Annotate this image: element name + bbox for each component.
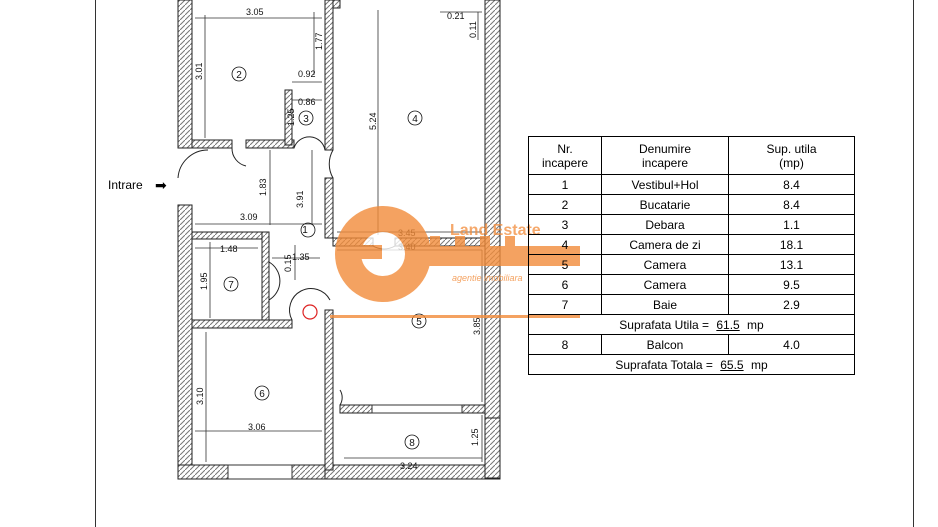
room-number: 5 xyxy=(416,317,422,328)
dim-label: 0.86 xyxy=(298,97,316,107)
dim-label: 1.35 xyxy=(292,252,310,262)
dim-label: 0.21 xyxy=(447,11,465,21)
dim-label: 1.95 xyxy=(199,272,209,290)
room-nr-cell: 7 xyxy=(528,294,602,315)
dim-label: 3.24 xyxy=(400,461,418,471)
dim-label: 3.09 xyxy=(240,212,258,222)
room-area-cell: 2.9 xyxy=(728,294,855,315)
fixture-marker xyxy=(302,304,318,320)
dim-label: 3.85 xyxy=(472,317,482,335)
entry-arrow-icon: ➡ xyxy=(155,177,167,193)
balcony-row: 8 Balcon 4.0 xyxy=(528,334,855,355)
room-area-cell: 8.4 xyxy=(728,194,855,215)
subtotal-label: Suprafata Utila = xyxy=(619,317,709,332)
room-name-cell: Vestibul+Hol xyxy=(601,174,729,195)
balcony-name: Balcon xyxy=(601,334,729,355)
room-nr-cell: 5 xyxy=(528,254,602,275)
room-nr-cell: 2 xyxy=(528,194,602,215)
room-number: 4 xyxy=(412,114,418,125)
header-area: Sup. utila(mp) xyxy=(728,136,855,175)
dim-label: 3.91 xyxy=(295,190,305,208)
dim-label: 3.06 xyxy=(248,422,266,432)
dim-label: 1.77 xyxy=(314,32,324,50)
page-border-right xyxy=(913,0,914,527)
dim-label: 0.11 xyxy=(468,21,478,38)
room-area-cell: 8.4 xyxy=(728,174,855,195)
room-nr-cell: 6 xyxy=(528,274,602,295)
watermark-subtitle: agentie imobiliara xyxy=(452,273,523,283)
room-name-cell: Camera xyxy=(601,274,729,295)
room-name-cell: Camera xyxy=(601,254,729,275)
dim-label: 1.25 xyxy=(470,428,480,446)
subtotal-value: 61.5 xyxy=(716,317,740,332)
watermark-logo xyxy=(330,206,580,318)
dim-label: 3.05 xyxy=(246,7,264,17)
dim-label: 1.25 xyxy=(286,108,296,126)
room-name-cell: Debara xyxy=(601,214,729,235)
subtotal-unit: mp xyxy=(747,317,764,332)
dim-label: 0.15 xyxy=(283,254,293,272)
page-border-left xyxy=(95,0,96,527)
room-number: 3 xyxy=(303,114,309,125)
room-area-cell: 9.5 xyxy=(728,274,855,295)
doors xyxy=(177,136,396,406)
total-label: Suprafata Totala = xyxy=(615,357,713,372)
subtotal-cell: Suprafata Utila = 61.5 mp xyxy=(528,314,855,335)
dim-label: 1.83 xyxy=(258,178,268,196)
entry-label: Intrare xyxy=(108,178,143,192)
dim-label: 0.92 xyxy=(298,69,316,79)
total-value: 65.5 xyxy=(720,357,744,372)
watermark-title: Land Estate xyxy=(450,222,541,239)
total-row: Suprafata Totala = 65.5 mp xyxy=(528,354,855,375)
total-unit: mp xyxy=(750,357,768,372)
room-numbers: 1 2 3 4 5 6 7 8 xyxy=(228,70,422,449)
total-cell: Suprafata Totala = 65.5 mp xyxy=(528,354,855,375)
subtotal-row: Suprafata Utila = 61.5 mp xyxy=(528,314,855,335)
dim-label: 3.01 xyxy=(194,62,204,80)
room-number: 7 xyxy=(228,280,234,291)
room-markers xyxy=(223,66,427,450)
room-area-cell: 13.1 xyxy=(728,254,855,275)
balcony-nr: 8 xyxy=(528,334,602,355)
windows xyxy=(227,404,463,480)
room-name-cell: Baie xyxy=(601,294,729,315)
room-number: 6 xyxy=(259,389,265,400)
room-name-cell: Bucatarie xyxy=(601,194,729,215)
dim-label: 5.24 xyxy=(368,112,378,130)
room-number: 2 xyxy=(236,70,242,81)
room-area-cell: 18.1 xyxy=(728,234,855,255)
room-nr-cell: 1 xyxy=(528,174,602,195)
room-number: 8 xyxy=(409,438,415,449)
room-nr-cell: 4 xyxy=(528,234,602,255)
room-name-cell: Camera de zi xyxy=(601,234,729,255)
balcony-area: 4.0 xyxy=(728,334,855,355)
room-nr-cell: 3 xyxy=(528,214,602,235)
room-number: 1 xyxy=(302,225,308,236)
room-area-cell: 1.1 xyxy=(728,214,855,235)
dim-label: 3.10 xyxy=(195,387,205,405)
dim-label: 1.48 xyxy=(220,244,238,254)
header-nr: Nr.incapere xyxy=(528,136,602,175)
